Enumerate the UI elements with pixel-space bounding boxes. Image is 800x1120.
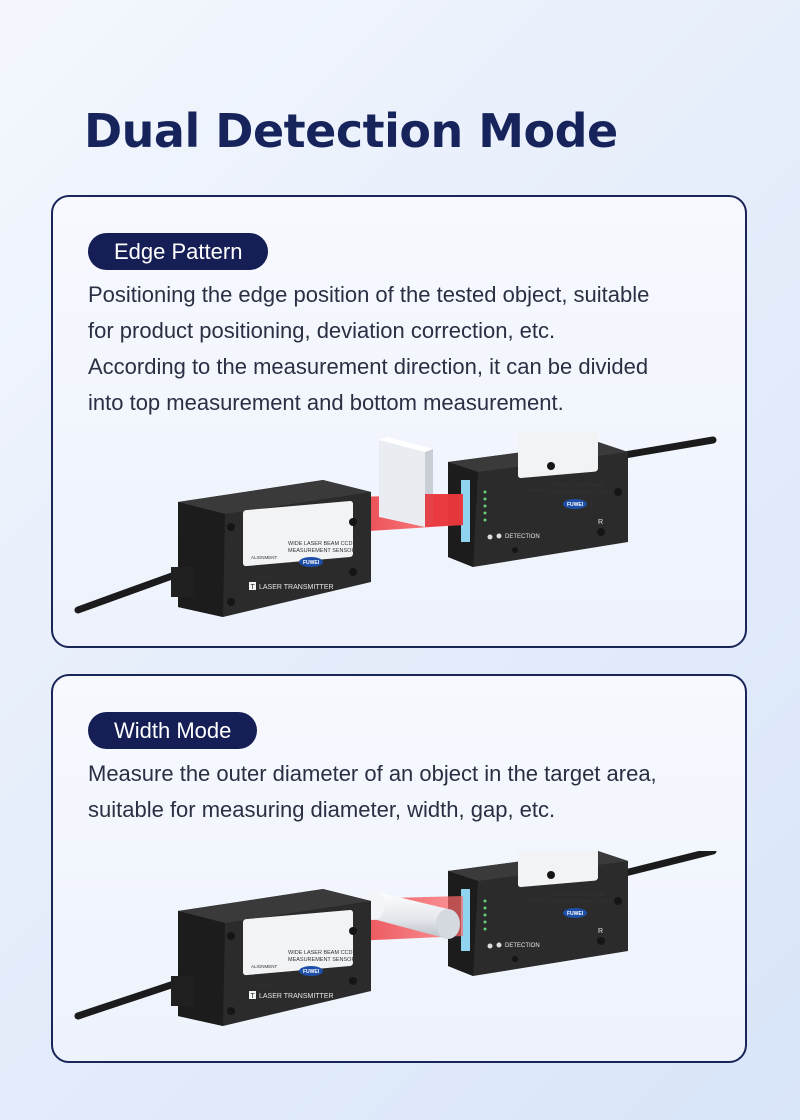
width-mode-card: Width Mode Measure the outer diameter of… xyxy=(51,674,747,1063)
brand-logo xyxy=(563,499,587,509)
transmitter-label-1: WIDE LASER BEAM CCD xyxy=(288,541,353,547)
brand-name: FUWEI xyxy=(567,502,584,508)
description-line: into top measurement and bottom measurem… xyxy=(88,390,564,415)
transmitter-alignment: ALIGNMENT xyxy=(251,964,278,969)
description-line: According to the measurement direction, … xyxy=(88,354,649,379)
edge-sensor-illustration: WIDE LASER BEAM MEASUREMENT SENSOR ALIGN… xyxy=(74,432,717,617)
width-sensor-illustration: WIDE LASER BEAM MEASUREMENT SENSOR ALIGN… xyxy=(74,851,717,1026)
receiver-name: DETECTION xyxy=(505,943,540,949)
edge-pattern-card: Edge Pattern Positioning the edge positi… xyxy=(51,195,747,648)
transmitter-letter: T xyxy=(251,584,256,591)
description-line: Measure the outer diameter of an object … xyxy=(88,761,657,786)
edge-pattern-description: Positioning the edge position of the tes… xyxy=(88,277,738,421)
transmitter-unit: WIDE LASER BEAM CCD MEASUREMENT SENSOR A… xyxy=(171,889,371,1026)
transmitter-label-1: WIDE LASER BEAM CCD xyxy=(288,950,353,956)
transmitter-power: POWER xyxy=(253,983,271,988)
transmitter-letter: T xyxy=(251,993,256,1000)
transmitter-label-2: MEASUREMENT SENSOR xyxy=(288,957,355,963)
brand-name: FUWEI xyxy=(567,911,584,917)
width-mode-label: Width Mode xyxy=(88,712,258,749)
receiver-letter: R xyxy=(598,928,603,935)
receiver-label-1: WIDE LASER BEAM xyxy=(553,892,604,898)
receiver-letter: R xyxy=(598,519,603,526)
transmitter-unit: WIDE LASER BEAM CCD MEASUREMENT SENSOR A… xyxy=(171,480,371,617)
page-title: Dual Detection Mode xyxy=(84,104,618,158)
receiver-unit: WIDE LASER BEAM MEASUREMENT SENSOR ALIGN… xyxy=(448,432,628,567)
receiver-alignment: ALIGNMENT xyxy=(523,488,550,493)
white-plate-target xyxy=(379,437,433,527)
transmitter-alignment: ALIGNMENT xyxy=(251,555,278,560)
brand-logo xyxy=(299,966,323,976)
receiver-alignment: ALIGNMENT xyxy=(523,897,550,902)
receiver-label-2: MEASUREMENT SENSOR xyxy=(553,490,620,496)
brand-logo xyxy=(299,557,323,567)
receiver-label-2: MEASUREMENT SENSOR xyxy=(553,899,620,905)
transmitter-label-2: MEASUREMENT SENSOR xyxy=(288,548,355,554)
receiver-unit: WIDE LASER BEAM MEASUREMENT SENSOR ALIGN… xyxy=(448,851,628,976)
receiver-label-1: WIDE LASER BEAM xyxy=(553,483,604,489)
brand-name: FUWEI xyxy=(303,560,320,566)
brand-logo xyxy=(563,908,587,918)
edge-pattern-label: Edge Pattern xyxy=(88,233,269,270)
transmitter-name: LASER TRANSMITTER xyxy=(259,993,334,1000)
white-cylinder-target xyxy=(361,890,460,939)
receiver-name: DETECTION xyxy=(505,534,540,540)
transmitter-name: LASER TRANSMITTER xyxy=(259,584,334,591)
brand-name: FUWEI xyxy=(303,969,320,975)
description-line: for product positioning, deviation corre… xyxy=(88,318,556,343)
description-line: Positioning the edge position of the tes… xyxy=(88,282,650,307)
description-line: suitable for measuring diameter, width, … xyxy=(88,797,556,822)
width-mode-description: Measure the outer diameter of an object … xyxy=(88,756,738,828)
transmitter-power: POWER xyxy=(253,574,271,579)
